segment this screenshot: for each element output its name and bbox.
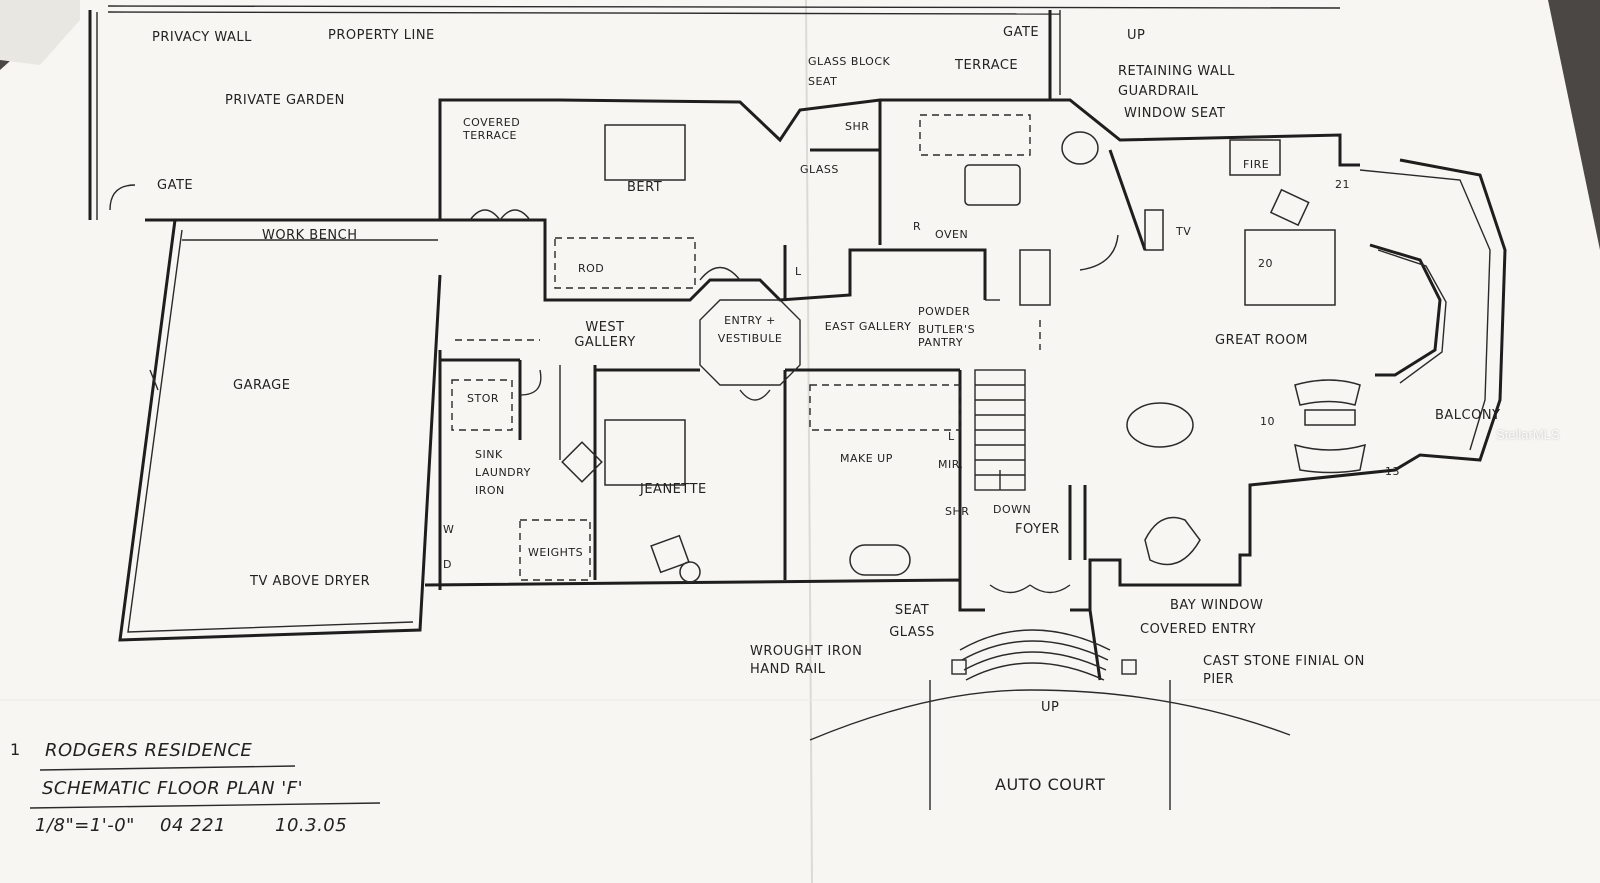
title-residence: RODGERS RESIDENCE xyxy=(45,740,253,761)
stor-label: STOR xyxy=(467,392,500,405)
house-walls xyxy=(424,10,1507,681)
great-room-label: GREAT ROOM xyxy=(1215,333,1308,348)
weights-label: WEIGHTS xyxy=(528,546,584,559)
entry-vestibule-label: ENTRY + VESTIBULE xyxy=(717,314,783,345)
w-label: W xyxy=(443,523,455,536)
bert-label: BERT xyxy=(627,180,663,195)
r-label: R xyxy=(913,220,922,233)
privacy-wall-label: PRIVACY WALL xyxy=(152,30,252,45)
dim-13: 13 xyxy=(1385,465,1400,478)
balcony-label: BALCONY xyxy=(1435,408,1501,423)
shr-mid-label: SHR xyxy=(945,505,970,518)
guardrail-label: GUARDRAIL xyxy=(1118,84,1199,99)
dashed-counters xyxy=(451,114,1041,581)
auto-court-label: AUTO COURT xyxy=(995,775,1106,794)
d-label: D xyxy=(443,558,452,571)
l-top-label: L xyxy=(795,265,802,278)
entry-steps xyxy=(809,629,1291,810)
door-swings xyxy=(109,184,1119,594)
furniture xyxy=(561,124,1366,583)
up-bottom-label: UP xyxy=(1041,700,1060,715)
dim-10: 10 xyxy=(1260,415,1275,428)
mir-label: MIR. xyxy=(938,458,964,471)
job-number: 04 221 xyxy=(160,815,226,836)
jeanette-label: JEANETTE xyxy=(640,482,707,497)
wrought-iron-label: WROUGHT IRON HAND RAIL xyxy=(750,644,863,677)
shr-top-label: SHR xyxy=(845,120,870,133)
down-label: DOWN xyxy=(993,503,1032,516)
garage-label: GARAGE xyxy=(233,378,291,393)
garage-walls xyxy=(118,219,442,642)
fire-label: FIRE xyxy=(1243,158,1270,171)
foyer-label: FOYER xyxy=(1015,522,1060,537)
retaining-wall-label: RETAINING WALL xyxy=(1118,64,1235,79)
tv-above-dryer-label: TV ABOVE DRYER xyxy=(250,574,371,589)
oven-label: OVEN xyxy=(935,228,969,241)
stairs xyxy=(974,369,1026,491)
tv-great-label: TV xyxy=(1176,225,1192,238)
glass-block-seat-label: GLASS BLOCK SEAT xyxy=(808,55,891,88)
covered-terrace-label: COVERED TERRACE xyxy=(463,116,521,142)
bay-window-label: BAY WINDOW xyxy=(1170,598,1264,613)
cast-stone-label: CAST STONE FINIAL ON PIER xyxy=(1203,654,1365,687)
rod-label: ROD xyxy=(578,262,605,275)
vestibule-octagon xyxy=(699,299,801,386)
private-garden-label: PRIVATE GARDEN xyxy=(225,93,345,108)
dim-20: 20 xyxy=(1258,257,1273,270)
dim-21: 21 xyxy=(1335,178,1350,191)
powder-label: POWDER xyxy=(918,305,971,318)
interior-walls xyxy=(440,100,1147,580)
make-up-label: MAKE UP xyxy=(840,452,893,465)
property-line xyxy=(88,5,1341,222)
window-seat-label: WINDOW SEAT xyxy=(1124,106,1226,121)
gate-left-label: GATE xyxy=(157,178,194,193)
east-gallery-label: EAST GALLERY xyxy=(824,320,912,333)
sheet-number: 1 xyxy=(10,740,21,759)
work-bench-label: WORK BENCH xyxy=(262,228,358,243)
watermark: StellarMLS xyxy=(1496,427,1560,442)
gate-top-label: GATE xyxy=(1003,25,1040,40)
title-plan: SCHEMATIC FLOOR PLAN 'F' xyxy=(42,778,304,799)
l-mid-label: L xyxy=(948,430,955,443)
sink-laundry-iron-label: SINK LAUNDRY IRON xyxy=(475,448,531,497)
butlers-pantry-label: BUTLER'S PANTRY xyxy=(918,323,976,349)
scale-label: 1/8"=1'-0" xyxy=(35,815,135,836)
date-label: 10.3.05 xyxy=(275,815,348,836)
property-line-label: PROPERTY LINE xyxy=(328,28,435,43)
up-top-label: UP xyxy=(1127,28,1146,43)
seat-glass-label: SEAT GLASS xyxy=(889,603,935,640)
west-gallery-label: WEST GALLERY xyxy=(574,320,636,350)
terrace-label: TERRACE xyxy=(955,58,1019,73)
glass-top-label: GLASS xyxy=(800,163,839,176)
covered-entry-label: COVERED ENTRY xyxy=(1140,622,1257,637)
